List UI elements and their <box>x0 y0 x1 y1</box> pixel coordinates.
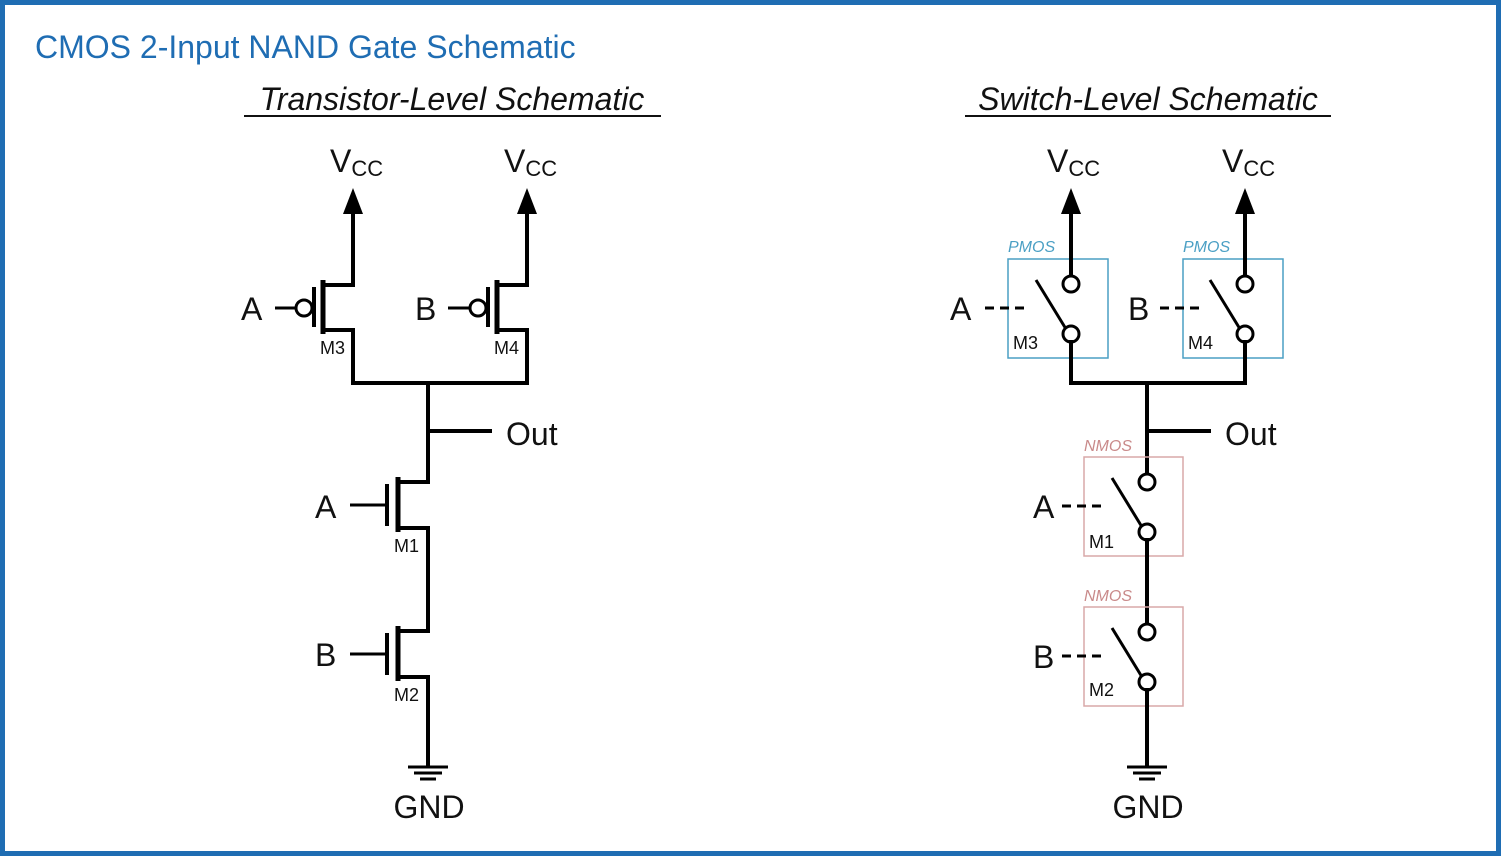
transistor-m1 <box>350 477 430 633</box>
vcc-arrow-icon-left-2 <box>517 188 537 214</box>
switch-level-schematic: Switch-Level Schematic VCC VCC PMOS A M3… <box>950 81 1331 825</box>
m3-switch-label: M3 <box>1013 333 1038 353</box>
input-b-label-m2: B <box>315 637 336 673</box>
m3-label: M3 <box>320 338 345 358</box>
transistor-m2 <box>350 626 430 767</box>
m1-label: M1 <box>394 536 419 556</box>
pmos-label-m3: PMOS <box>1008 239 1055 256</box>
switch-m4 <box>1160 210 1255 385</box>
m2-label: M2 <box>394 685 419 705</box>
output-label-left: Out <box>506 416 558 452</box>
ground-icon-left <box>408 765 448 781</box>
vcc-label-right-2: VCC <box>1222 143 1275 181</box>
input-a-label-m3: A <box>241 291 263 327</box>
nmos-label-m1: NMOS <box>1084 438 1132 455</box>
input-a-label-m1: A <box>315 489 337 525</box>
output-label-right: Out <box>1225 416 1277 452</box>
transistor-m4 <box>448 210 529 385</box>
transistor-m3 <box>275 210 355 385</box>
switch-level-heading: Switch-Level Schematic <box>978 81 1318 117</box>
m4-switch-label: M4 <box>1188 333 1213 353</box>
transistor-level-heading: Transistor-Level Schematic <box>260 81 645 117</box>
page-title: CMOS 2-Input NAND Gate Schematic <box>35 29 576 65</box>
switch-m3 <box>985 210 1081 385</box>
vcc-arrow-icon-left-1 <box>343 188 363 214</box>
vcc-label-right-1: VCC <box>1047 143 1100 181</box>
vcc-label-left-1: VCC <box>330 143 383 181</box>
input-b-label-switch-m2: B <box>1033 639 1054 675</box>
vcc-label-left-2: VCC <box>504 143 557 181</box>
m1-switch-label: M1 <box>1089 532 1114 552</box>
switch-m2 <box>1062 622 1157 767</box>
m4-label: M4 <box>494 338 519 358</box>
gnd-label-right: GND <box>1112 789 1183 825</box>
vcc-arrow-icon-right-1 <box>1061 188 1081 214</box>
nmos-label-m2: NMOS <box>1084 588 1132 605</box>
vcc-arrow-icon-right-2 <box>1235 188 1255 214</box>
switch-m1 <box>1062 472 1157 626</box>
pmos-label-m4: PMOS <box>1183 239 1230 256</box>
m2-switch-label: M2 <box>1089 680 1114 700</box>
ground-icon-right <box>1127 765 1167 781</box>
gnd-label-left: GND <box>393 789 464 825</box>
input-b-label-m4: B <box>415 291 436 327</box>
input-b-label-switch-m4: B <box>1128 291 1149 327</box>
transistor-level-schematic: Transistor-Level Schematic VCC VCC A M3 <box>241 81 661 825</box>
input-a-label-switch-m1: A <box>1033 489 1055 525</box>
input-a-label-switch-m3: A <box>950 291 972 327</box>
